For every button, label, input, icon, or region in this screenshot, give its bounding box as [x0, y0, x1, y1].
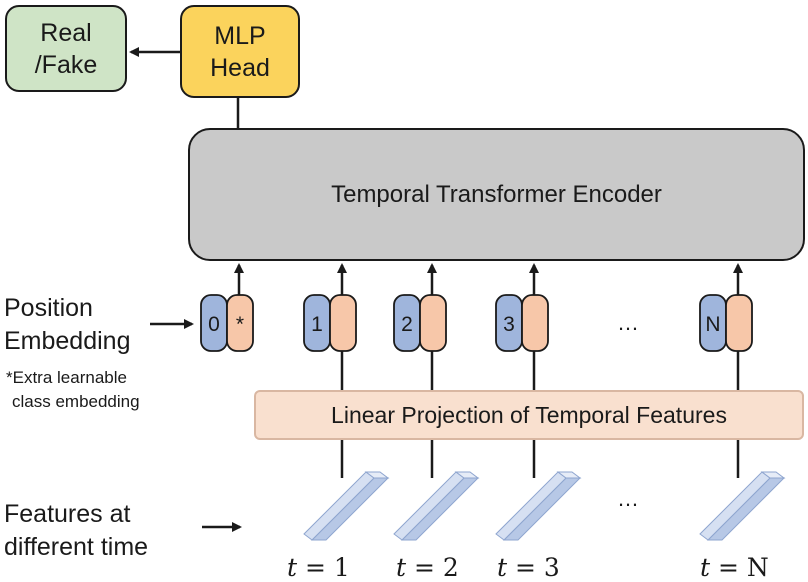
token-index-label: 2 [401, 313, 413, 336]
token-index-label: 3 [503, 313, 515, 336]
position-embedding-label: Position Embedding [4, 292, 130, 358]
feature-cuboid-4 [699, 440, 786, 541]
token-ellipsis: … [617, 310, 639, 335]
time-label-1-rest: = 1 [297, 553, 350, 582]
features-label: Features at different time [4, 498, 148, 564]
real-fake-line2: /Fake [34, 50, 98, 79]
feature-cuboid-3 [495, 440, 582, 541]
feature-cuboid-1 [303, 440, 390, 541]
real-fake-line1: Real [40, 18, 92, 47]
feature-token-pill [226, 294, 254, 352]
feature-layer [303, 440, 786, 541]
token-index-label: 1 [311, 313, 323, 336]
cuboid-end-face [454, 471, 480, 479]
cuboid-top-face [303, 471, 375, 541]
position-embedding-line1: Position [4, 294, 93, 322]
extra-note-line2: class embedding [12, 392, 140, 411]
time-label-3-var: t [497, 553, 508, 582]
extra-note-line1: *Extra learnable [6, 368, 127, 387]
encoder-label: Temporal Transformer Encoder [331, 180, 662, 208]
cuboid-end-face [556, 471, 582, 479]
token-index-label: 0 [208, 313, 220, 336]
cuboid-end-face [760, 471, 786, 479]
mlp-head-line2: Head [210, 53, 270, 82]
features-line1: Features at [4, 500, 131, 528]
cuboid-top-face [699, 471, 771, 541]
feature-token-pill [419, 294, 447, 352]
time-label-2-rest: = 2 [406, 553, 459, 582]
linear-projection-label: Linear Projection of Temporal Features [331, 401, 727, 428]
cuboid-top-face [393, 471, 465, 541]
mlp-head-line1: MLP [214, 21, 266, 50]
class-token-marker: * [236, 313, 244, 336]
token-index-label: N [705, 313, 720, 336]
time-label-n-rest: = N [710, 553, 769, 582]
feature-token-pill [521, 294, 549, 352]
features-line2: different time [4, 533, 149, 561]
time-label-3: t = 3 [497, 553, 560, 582]
feature-token-pill [725, 294, 753, 352]
token-3: 3 [495, 263, 549, 390]
token-2: 2 [393, 263, 447, 390]
temporal-transformer-encoder-box: Temporal Transformer Encoder [188, 128, 805, 261]
cuboid-top-face [495, 471, 567, 541]
time-label-1-var: t [287, 553, 298, 582]
token-0: 0* [200, 263, 254, 352]
time-label-3-rest: = 3 [507, 553, 560, 582]
feature-ellipsis: … [617, 486, 639, 511]
linear-projection-box: Linear Projection of Temporal Features [254, 390, 804, 440]
token-1: 1 [303, 263, 357, 390]
mlp-head-box: MLP Head [180, 5, 300, 98]
time-label-1: t = 1 [287, 553, 350, 582]
time-label-2-var: t [396, 553, 407, 582]
time-label-2: t = 2 [396, 553, 459, 582]
feature-token-pill [329, 294, 357, 352]
time-label-n: t = N [700, 553, 769, 582]
cuboid-end-face [364, 471, 390, 479]
position-embedding-line2: Embedding [4, 327, 131, 355]
real-fake-output-box: Real/Fake [5, 5, 127, 92]
extra-class-embedding-note: *Extra learnable class embedding [6, 366, 140, 414]
time-label-n-var: t [700, 553, 711, 582]
feature-cuboid-2 [393, 440, 480, 541]
token-4: N [699, 263, 753, 390]
